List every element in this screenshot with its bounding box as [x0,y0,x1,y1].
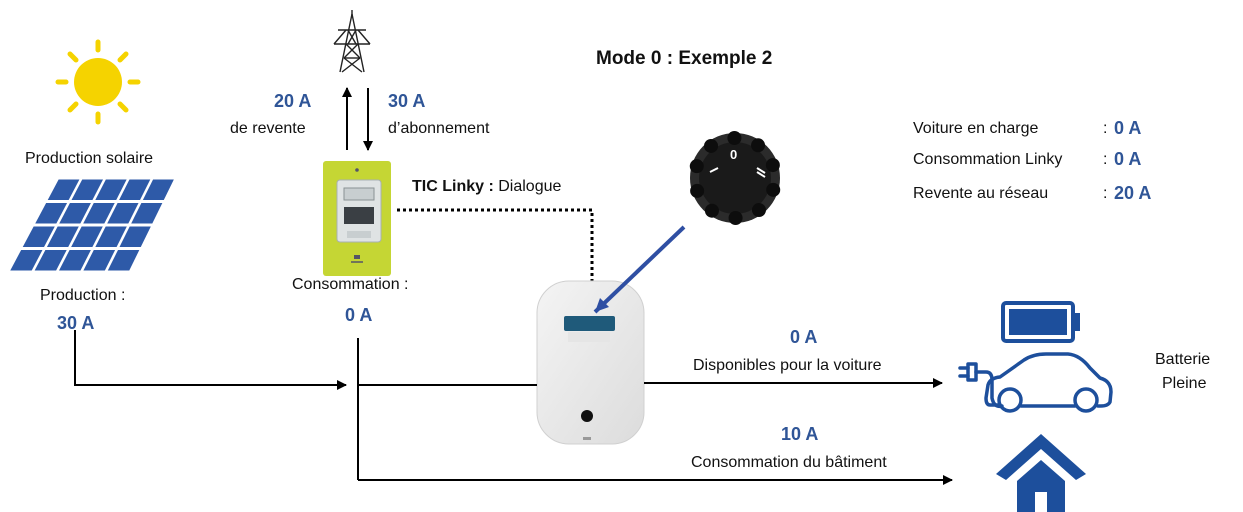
electric-car-icon [958,352,1113,413]
pylon-icon [333,10,371,73]
wallbox-icon [536,280,645,445]
solar-cell [131,203,163,224]
solar-cell [59,203,91,224]
solar-cell [46,226,79,247]
consumption-label: Consommation : [292,276,409,293]
solar-production-label: Production solaire [25,150,154,167]
solar-cell [142,179,174,200]
stat-separator: : [1103,151,1108,168]
production-value: 30 A [57,313,95,333]
stat-value: 0 A [1114,118,1142,138]
car-flow-value: 0 A [790,327,818,347]
solar-panel-icon [10,179,174,271]
dial-notch [766,182,781,197]
dial-notch [765,158,780,173]
dial-notch [704,138,719,153]
linky-meter-icon [323,161,391,276]
stat-separator: : [1103,185,1108,202]
dial-notch [727,131,742,146]
solar-cell [59,250,91,271]
stat-separator: : [1103,120,1108,137]
battery-label-line2: Pleine [1162,375,1207,392]
battery-icon [1001,301,1080,343]
house-icon [996,434,1086,512]
stat-label: Consommation Linky [913,151,1063,168]
tic-linky-bold: TIC Linky : [412,178,494,195]
dial-notch [728,210,743,225]
solar-cell [107,203,139,224]
stat-value: 0 A [1114,149,1142,169]
solar-cell [71,226,103,247]
sun-icon [55,39,141,125]
stat-label: Revente au réseau [913,185,1049,202]
dial-notch [689,159,704,174]
subscription-value: 30 A [388,91,426,111]
tic-linky-label: TIC Linky : Dialogue [412,178,561,196]
stat-label: Voiture en charge [913,120,1039,137]
solar-cell [119,179,151,200]
solar-cell [83,203,115,224]
resale-label: de revente [230,120,306,137]
production-label: Production : [40,287,126,304]
tic-linky-rest: Dialogue [493,178,562,195]
consumption-value: 0 A [345,305,373,325]
solar-cell [10,250,43,271]
building-flow-value: 10 A [781,424,819,444]
car-flow-label: Disponibles pour la voiture [693,357,882,374]
stat-value: 20 A [1114,183,1152,203]
solar-cell [119,226,151,247]
solar-cell [83,250,116,271]
battery-label-line1: Batterie [1155,351,1211,368]
solar-cell [22,226,55,247]
dial-icon [689,131,781,225]
dial-notch [751,138,766,153]
dial-value: 0 [730,147,738,162]
dial-notch [704,203,719,218]
solar-cell [34,250,67,271]
dial-notch [690,183,705,198]
resale-value: 20 A [274,91,312,111]
solar-cell [35,203,68,224]
diagram-title: Mode 0 : Exemple 2 [596,48,773,69]
solar-cell [47,179,80,200]
building-flow-label: Consommation du bâtiment [691,454,887,471]
solar-cell [95,179,127,200]
solar-cell [107,250,140,271]
solar-cell [95,226,127,247]
solar-cell [71,179,104,200]
dial-notch [751,203,766,218]
subscription-label: d’abonnement [388,120,490,137]
